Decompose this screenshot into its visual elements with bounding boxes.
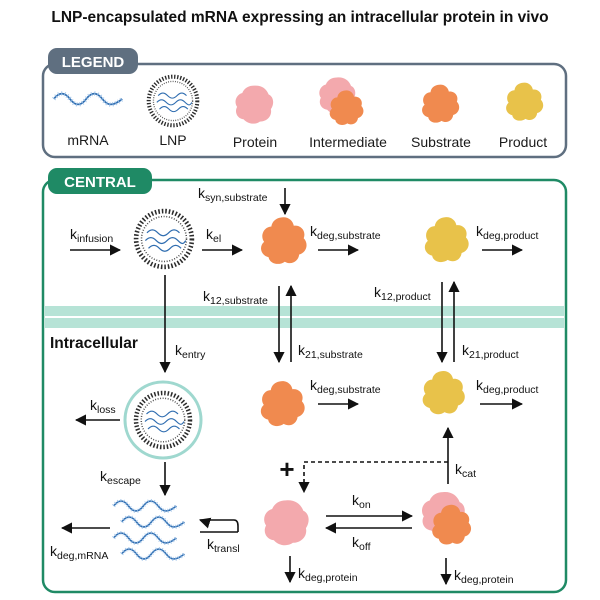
cytosolic-mrna: [114, 501, 185, 559]
intracellular-label: Intracellular: [50, 335, 138, 352]
rate-k-transl: ktransl: [207, 536, 240, 555]
rate-k-deg-product-central: kdeg,product: [476, 223, 539, 242]
legend-lnp-icon: [149, 77, 198, 126]
plus-sign: +: [279, 454, 294, 484]
legend-label-protein: Protein: [233, 134, 277, 150]
legend-mrna-icon: [54, 94, 122, 105]
endosome-lnp: [123, 380, 203, 460]
intracellular-substrate: [260, 381, 305, 427]
rate-k-loss: kloss: [90, 397, 116, 416]
rate-k-21-substrate: k21,substrate: [298, 342, 363, 361]
legend-substrate-icon: [422, 84, 460, 123]
rate-k-21-product: k21,product: [462, 342, 519, 361]
central-substrate: [261, 217, 307, 264]
figure-title: LNP-encapsulated mRNA expressing an intr…: [51, 9, 548, 26]
rate-k-deg-product-intra: kdeg,product: [476, 377, 539, 396]
rate-k-syn-substrate: ksyn,substrate: [198, 185, 268, 204]
legend-label-lnp: LNP: [159, 132, 186, 148]
legend-label-product: Product: [499, 134, 547, 150]
cell-membrane: [45, 306, 564, 328]
rate-k-deg-mrna: kdeg,mRNA: [50, 543, 108, 562]
rate-k-deg-protein-2: kdeg,protein: [454, 567, 514, 586]
rate-k-entry: kentry: [175, 342, 206, 361]
rate-k-12-product: k12,product: [374, 284, 431, 303]
rate-k-deg-protein-1: kdeg,protein: [298, 565, 358, 584]
rate-k-cat: kcat: [455, 461, 476, 480]
intracellular-product: [422, 370, 465, 415]
intermediate-complex: [421, 492, 472, 545]
arrow-translation: [200, 519, 244, 534]
arrow-catalysis-recycle: [298, 461, 448, 494]
rate-k-escape: kescape: [100, 468, 141, 487]
rate-k-off: koff: [352, 534, 371, 553]
legend-tag: LEGEND: [62, 54, 125, 71]
legend-label-intermediate: Intermediate: [309, 134, 387, 150]
central-lnp: [136, 211, 192, 267]
central-product: [424, 217, 469, 263]
rate-k-deg-substrate-intra: kdeg,substrate: [310, 377, 381, 396]
rate-k-12-substrate: k12,substrate: [203, 288, 268, 307]
rate-k-on: kon: [352, 492, 371, 511]
rate-k-el: kel: [206, 226, 221, 245]
legend-panel: LEGEND mRNA LNP Protein Intermediate Sub…: [41, 48, 568, 159]
legend-protein-icon: [235, 85, 274, 124]
rate-k-deg-substrate-central: kdeg,substrate: [310, 223, 381, 242]
intracellular-protein: [264, 500, 309, 546]
legend-label-mrna: mRNA: [67, 132, 109, 148]
legend-label-substrate: Substrate: [411, 134, 471, 150]
rate-k-infusion: kinfusion: [70, 226, 113, 245]
legend-intermediate-icon: [319, 77, 364, 125]
central-panel: CENTRAL: [41, 168, 568, 594]
legend-product-icon: [506, 82, 544, 121]
central-tag: CENTRAL: [64, 174, 136, 191]
